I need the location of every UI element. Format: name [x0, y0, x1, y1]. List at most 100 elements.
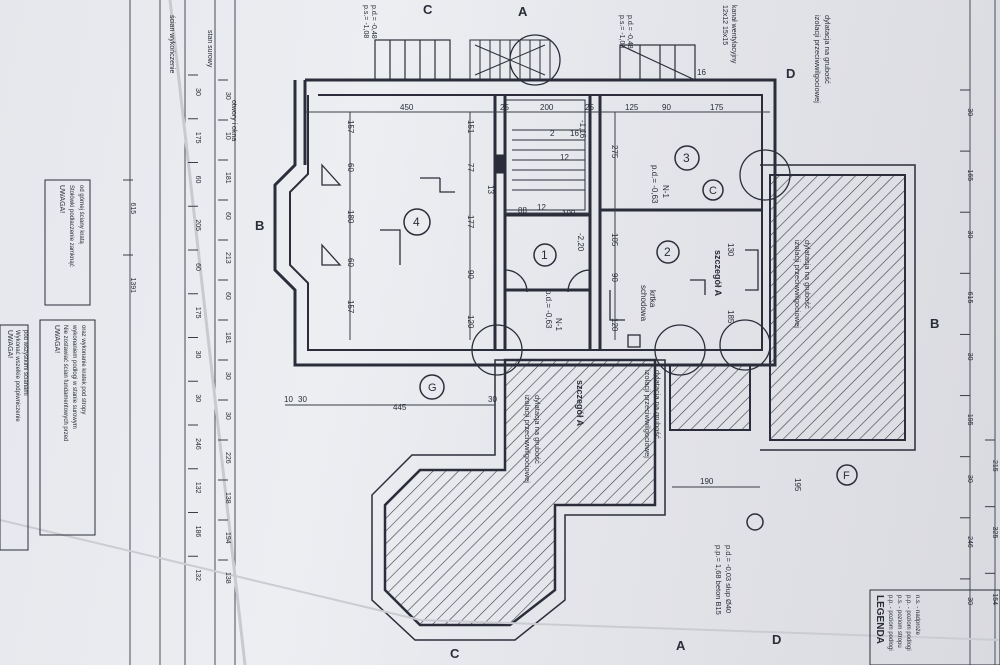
dim-text: 130: [726, 243, 735, 257]
dim-text: 190: [700, 477, 714, 486]
chain-dim-text: 30: [194, 88, 201, 96]
room-number: 2: [664, 245, 671, 259]
chain-dim-text: 30: [966, 108, 973, 116]
room-text: N-1: [554, 318, 563, 331]
dims-stair: 88 12 100 2 16 12: [518, 129, 579, 218]
chain-dim-text: 60: [194, 263, 201, 271]
hatched-terraces: [371, 164, 916, 641]
dims-left: 157 60 180 60 157: [346, 120, 355, 314]
dim-text: 157: [346, 300, 355, 314]
room-text: p.d.= -0,63: [650, 165, 659, 204]
room-number: 1: [541, 248, 548, 262]
dim-text: 185: [726, 310, 735, 324]
room-text: N-1: [661, 185, 670, 198]
chain-dim-text: 325: [991, 527, 998, 539]
dims-bottom: 10 30 445 30 190 195: [284, 395, 802, 492]
note-box-1: UWAGA! Stołówki podłaczenie zamknąć od g…: [44, 179, 91, 306]
room-text: schodowa: [639, 285, 648, 322]
chain-dim-text: 30: [194, 394, 201, 402]
note-line: wykonaniem podłogi w stanie surowym: [71, 324, 77, 429]
note-line: od górnej ściany kratą: [78, 185, 84, 244]
interior-dimension-lines: [285, 111, 770, 488]
insulation-note: izolacji przeciwwilgociowej: [523, 395, 532, 483]
section-marks: A A B B C C D D: [255, 2, 939, 661]
level-mark: 12x12 15x15: [721, 5, 728, 45]
chain-dim-text: 30: [194, 351, 201, 359]
axis-mark: C: [709, 185, 717, 197]
note-title: UWAGA!: [6, 330, 13, 358]
room-text: szczegół A: [713, 250, 723, 297]
dim-text: 30: [488, 395, 497, 404]
level-mark: p.s.= -1,08: [362, 5, 369, 38]
right-dimension-lines: [969, 0, 996, 665]
chain-dim-text: 165: [966, 169, 973, 181]
chain-dim-text: 181: [224, 172, 231, 184]
chain-dim-text: 132: [194, 569, 201, 581]
section-mark-c: C: [423, 2, 433, 17]
paper-fold: [0, 519, 1000, 641]
room-text: -1,16: [578, 120, 587, 139]
section-mark-b: B: [255, 218, 264, 233]
insulation-note: dylatacja na grubość: [533, 395, 542, 464]
dims-right: 275 105 90 120 130 185: [610, 145, 735, 332]
insulation-notes: dylatacja na grubość izolacji przeciwwil…: [523, 15, 832, 483]
section-cut-circles: [471, 34, 791, 376]
chain-dim-text: 60: [224, 212, 231, 220]
dim-text: 157: [346, 120, 355, 134]
staircase: [469, 39, 586, 211]
chain-dim-text: 195: [966, 414, 973, 426]
insulation-note: izolacji przeciwwilgociowej: [813, 15, 822, 103]
axis-mark: G: [428, 382, 437, 394]
dims-mid: 151 77 13 177 90 120: [466, 120, 495, 329]
chain-dim-text: 246: [194, 438, 201, 450]
dim-text: 175: [710, 103, 724, 112]
dim-text: 16: [570, 129, 579, 138]
dim-text: 13: [486, 185, 495, 194]
section-mark-a: A: [518, 4, 528, 19]
dim-text: 120: [466, 315, 475, 329]
dim-text: 151: [466, 120, 475, 134]
chain-dim-text: 615: [966, 292, 973, 304]
chain-dim-text: 615: [129, 203, 136, 215]
axis-mark: F: [843, 470, 850, 482]
chain-dim-text: 138: [224, 492, 231, 504]
note-box-2: UWAGA! Nie zostawiać ścian fundamentowyc…: [39, 319, 96, 536]
dim-text: 77: [466, 163, 475, 172]
level-mark: p.s.= -1,08: [618, 15, 625, 48]
footnote: p.d.= -0,03 słup Ø40 p.p.= 1,68 beton B1…: [714, 545, 733, 615]
chain-label: otwory i okna: [230, 100, 237, 141]
legend-line: n.s. - nadproże: [914, 595, 920, 636]
note-title: UWAGA!: [58, 185, 65, 213]
dim-text: 200: [540, 103, 554, 112]
chain-dim-text: 60: [224, 292, 231, 300]
chain-dim-text: 213: [224, 252, 231, 264]
dim-text: 120: [610, 318, 619, 332]
legend-title: LEGENDA: [874, 595, 885, 644]
chain-dim-text: 215: [991, 460, 998, 472]
section-mark-d: D: [786, 66, 795, 81]
insulation-note: dylatacja na grubość: [823, 15, 832, 84]
legend: LEGENDA p.p. - poziom podłogi p.s. - poz…: [869, 589, 1000, 665]
room-text: -2,20: [576, 233, 585, 252]
footnote-line: p.p.= 1,68 beton B15: [714, 545, 723, 615]
legend-line: p.p. - poziom podłogi: [887, 595, 893, 651]
dim-text: 30: [298, 395, 307, 404]
chain-dim-text: 175: [194, 307, 201, 319]
chain-dim-text: 186: [194, 526, 201, 538]
dim-text: 90: [662, 103, 671, 112]
insulation-note: izolacji przeciwwilgociowej: [793, 240, 802, 328]
level-mark: p.d.= -0,48: [370, 5, 377, 39]
level-mark: p.d.= -0,48: [626, 15, 633, 49]
chain-dim-text: 138: [224, 572, 231, 584]
chain-dim-text: 194: [224, 532, 231, 544]
chain-dim-text: 30: [966, 597, 973, 605]
dim-text: 2: [550, 129, 555, 138]
doors: [321, 163, 759, 348]
section-mark-a: A: [676, 638, 686, 653]
paper-fold: [168, 0, 247, 665]
room-numbers: 4 1 2 3: [413, 151, 690, 262]
room-texts: N-1 p.d.= -0,63 N-1 p.d.= -0,63 krtka sc…: [544, 120, 723, 427]
level-mark: kanał wentylacyjny: [730, 5, 737, 64]
